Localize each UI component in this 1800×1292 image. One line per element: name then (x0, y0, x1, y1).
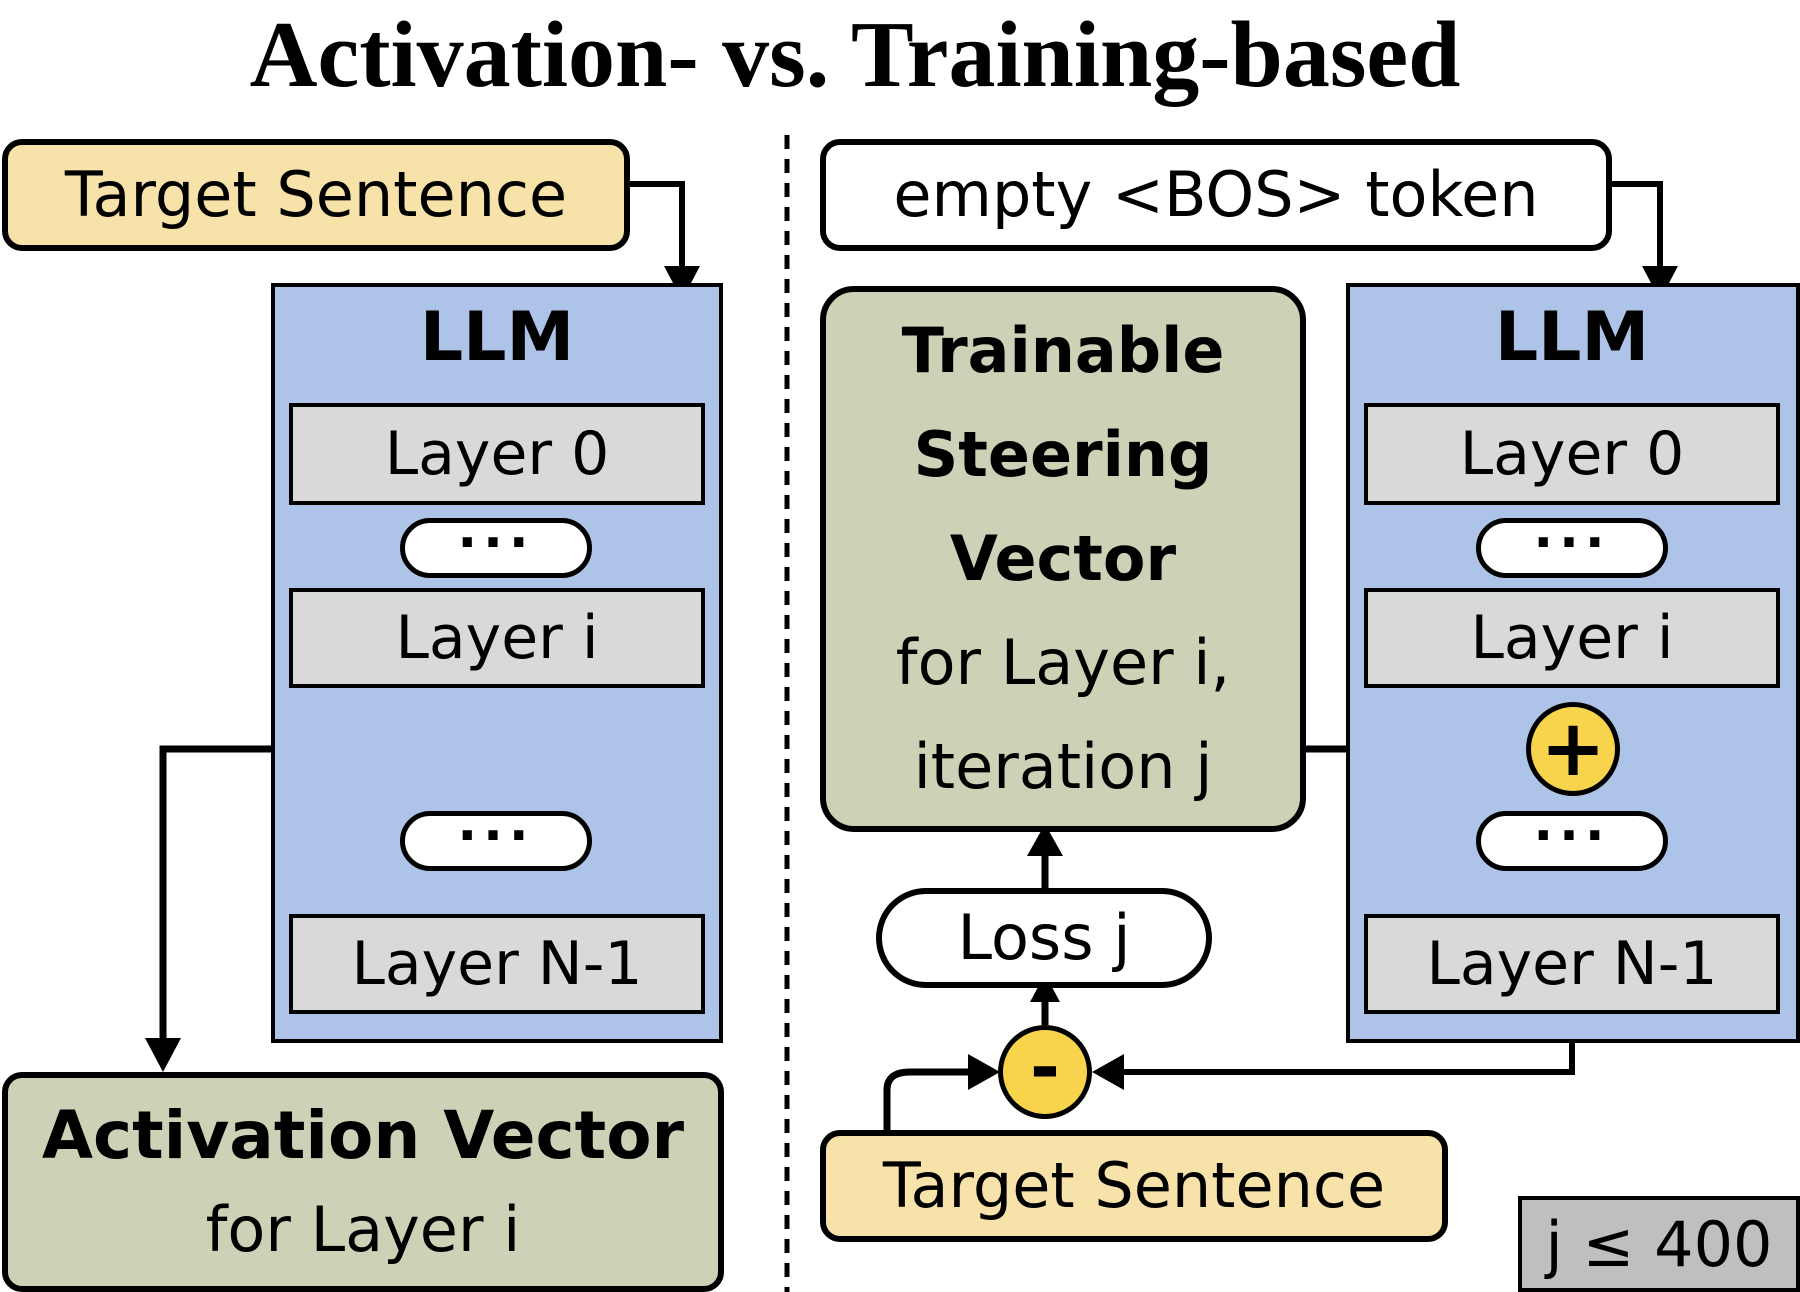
iteration-limit-badge: j ≤ 400 (1518, 1196, 1800, 1292)
activation-vector-subtitle: for Layer i (205, 1193, 521, 1267)
diagram-title: Activation- vs. Training-based (249, 3, 1461, 107)
left-ellipsis-1: ··· (400, 517, 592, 578)
trainable-line-3: Vector (949, 522, 1177, 595)
trainable-line-1: Trainable (901, 314, 1225, 387)
left-llm-title: LLM (419, 298, 575, 377)
trainable-line-4: for Layer i, (895, 626, 1231, 699)
left-ellipsis-2: ··· (400, 810, 592, 871)
minus-operator-icon: - (998, 1025, 1092, 1119)
left-target-sentence-box: Target Sentence (2, 139, 630, 251)
right-layer-0: Layer 0 (1364, 403, 1780, 505)
trainable-steering-vector-box: Trainable Steering Vector for Layer i, i… (820, 286, 1306, 832)
right-ellipsis-1: ··· (1476, 517, 1668, 578)
activation-vector-title: Activation Vector (41, 1097, 685, 1175)
left-layer-n-1: Layer N-1 (289, 914, 705, 1014)
output-to-loss-arrow (1110, 1043, 1575, 1075)
trainable-line-5: iteration j (913, 730, 1213, 803)
right-input-arrow (1612, 181, 1663, 266)
left-input-arrow (630, 181, 685, 266)
right-layer-i: Layer i (1364, 588, 1780, 688)
trainable-line-2: Steering (913, 418, 1213, 491)
activation-vector-box: Activation Vector for Layer i (2, 1072, 724, 1292)
right-target-sentence-box: Target Sentence (820, 1130, 1448, 1242)
right-llm-title: LLM (1494, 298, 1650, 377)
left-layer-0: Layer 0 (289, 403, 705, 505)
empty-bos-token-box: empty <BOS> token (820, 139, 1612, 251)
right-layer-n-1: Layer N-1 (1364, 914, 1780, 1014)
right-ellipsis-2: ··· (1476, 810, 1668, 871)
plus-operator-icon: + (1526, 702, 1620, 796)
loss-box: Loss j (876, 888, 1212, 988)
target-to-loss-arrow (883, 1068, 970, 1130)
left-layer-i: Layer i (289, 588, 705, 688)
